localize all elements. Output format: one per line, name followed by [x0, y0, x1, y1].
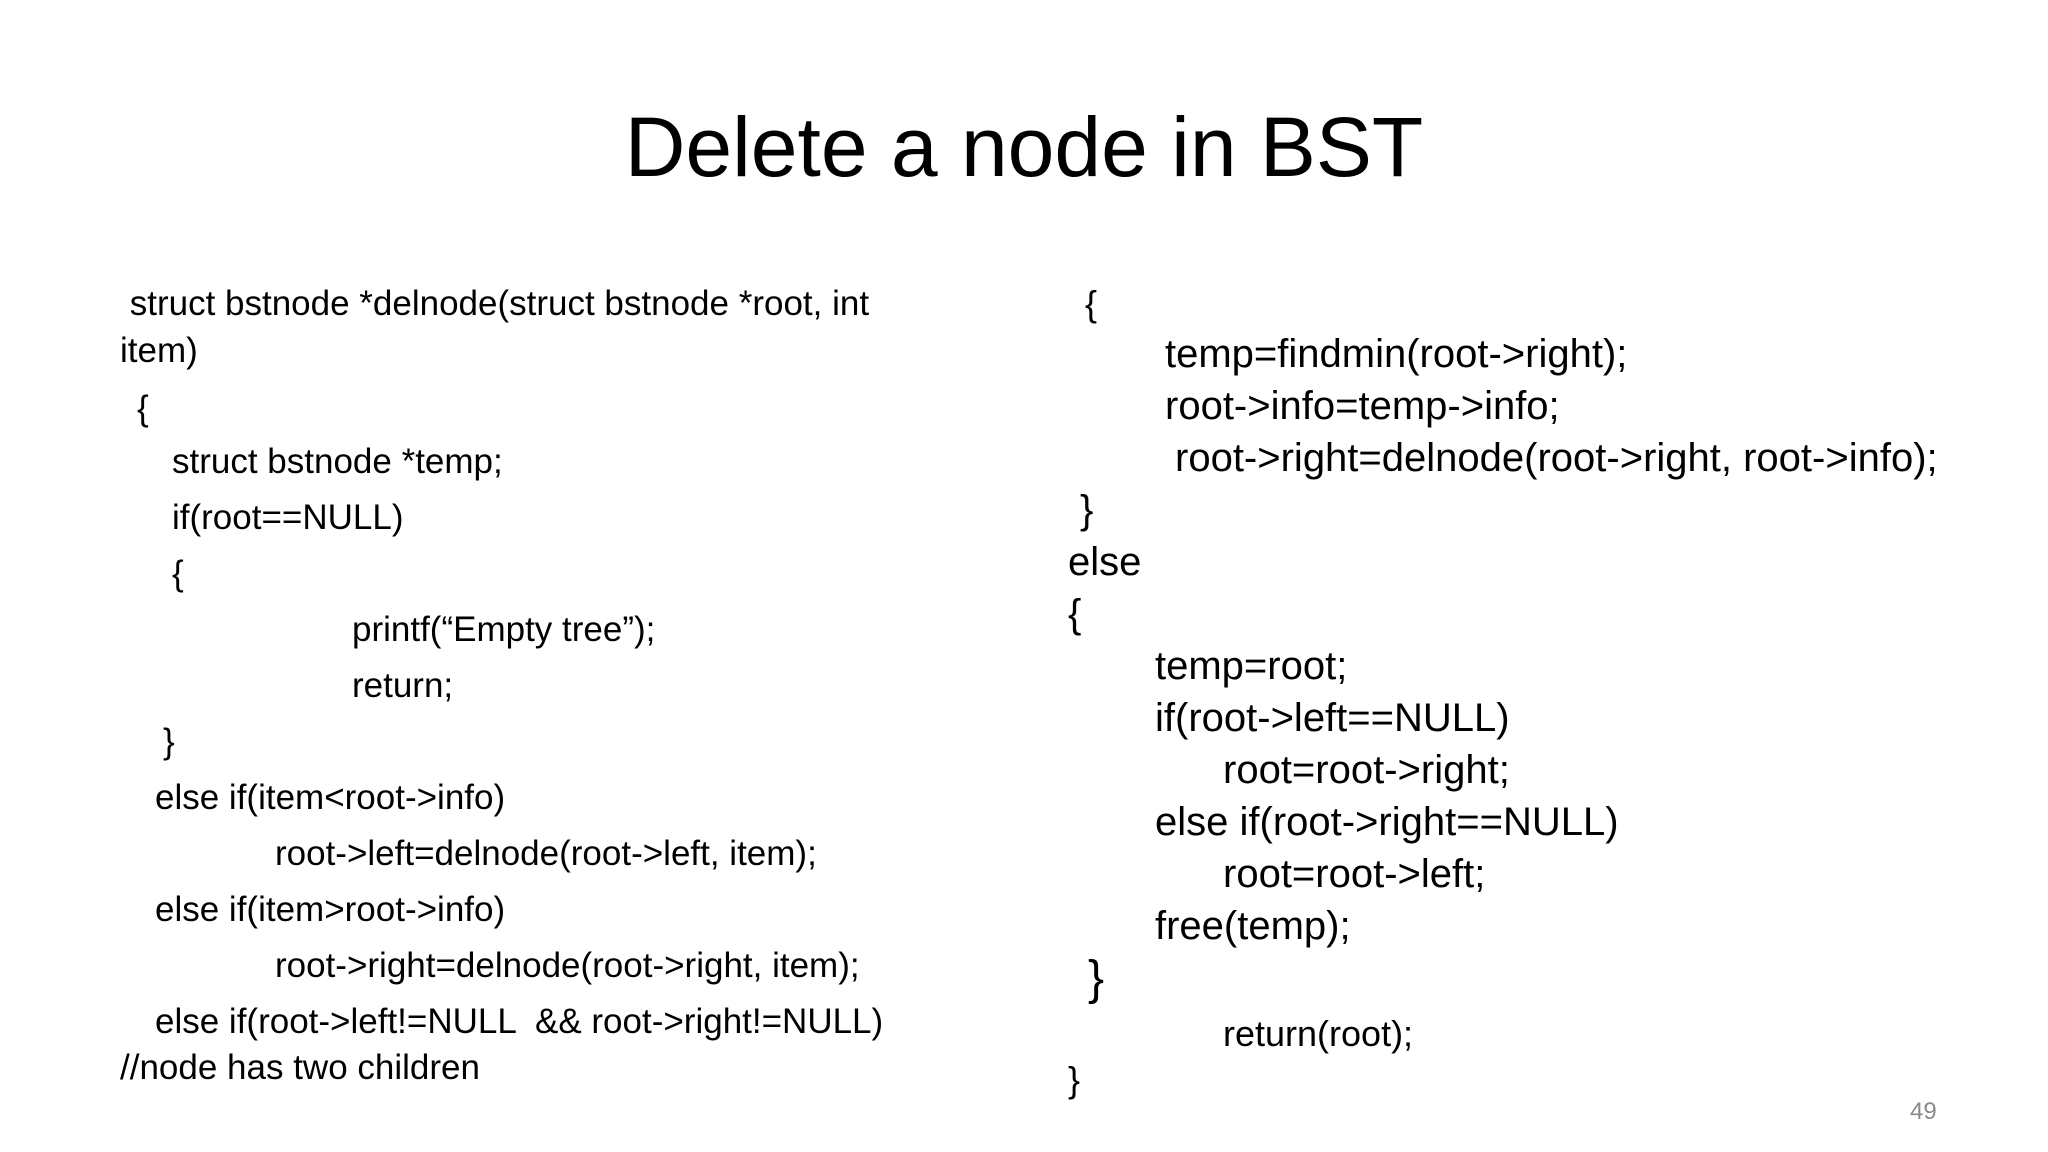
code-line: root->info=temp->info; [1165, 384, 1560, 428]
code-line: if(root->left==NULL) [1155, 696, 1510, 740]
slide-title: Delete a node in BST [624, 100, 1424, 194]
code-line: free(temp); [1155, 904, 1351, 948]
code-line: { [172, 554, 184, 593]
code-line: } [163, 722, 175, 761]
code-line: else [1068, 540, 1142, 584]
code-line: else if(root->right==NULL) [1155, 800, 1619, 844]
code-line: item) [120, 331, 198, 370]
code-line: return; [352, 666, 454, 705]
code-line: printf(“Empty tree”); [352, 610, 656, 649]
code-line: } [1080, 488, 1094, 532]
code-line: return(root); [1223, 1013, 1414, 1054]
code-line: else if(item>root->info) [155, 890, 506, 929]
code-line: struct bstnode *temp; [172, 442, 503, 481]
code-line: } [1088, 952, 1105, 1005]
code-line: { [1085, 283, 1098, 324]
code-line: root->right=delnode(root->right, root->i… [1175, 436, 1938, 480]
code-line: else if(item<root->info) [155, 778, 506, 817]
code-line: else if(root->left!=NULL && root->right!… [155, 1002, 884, 1041]
code-line: temp=findmin(root->right); [1165, 332, 1628, 376]
code-line: { [137, 389, 149, 428]
code-line: root->right=delnode(root->right, item); [275, 946, 860, 985]
code-line: temp=root; [1155, 644, 1348, 688]
code-line: root->left=delnode(root->left, item); [275, 834, 817, 873]
code-line: root=root->left; [1223, 852, 1486, 896]
page-number: 49 [1910, 1098, 1937, 1125]
code-line: { [1068, 592, 1082, 636]
code-line: if(root==NULL) [172, 498, 404, 537]
code-line: //node has two children [120, 1048, 480, 1087]
code-line: root=root->right; [1223, 748, 1510, 792]
code-line: } [1068, 1059, 1081, 1100]
code-line: struct bstnode *delnode(struct bstnode *… [120, 284, 870, 323]
